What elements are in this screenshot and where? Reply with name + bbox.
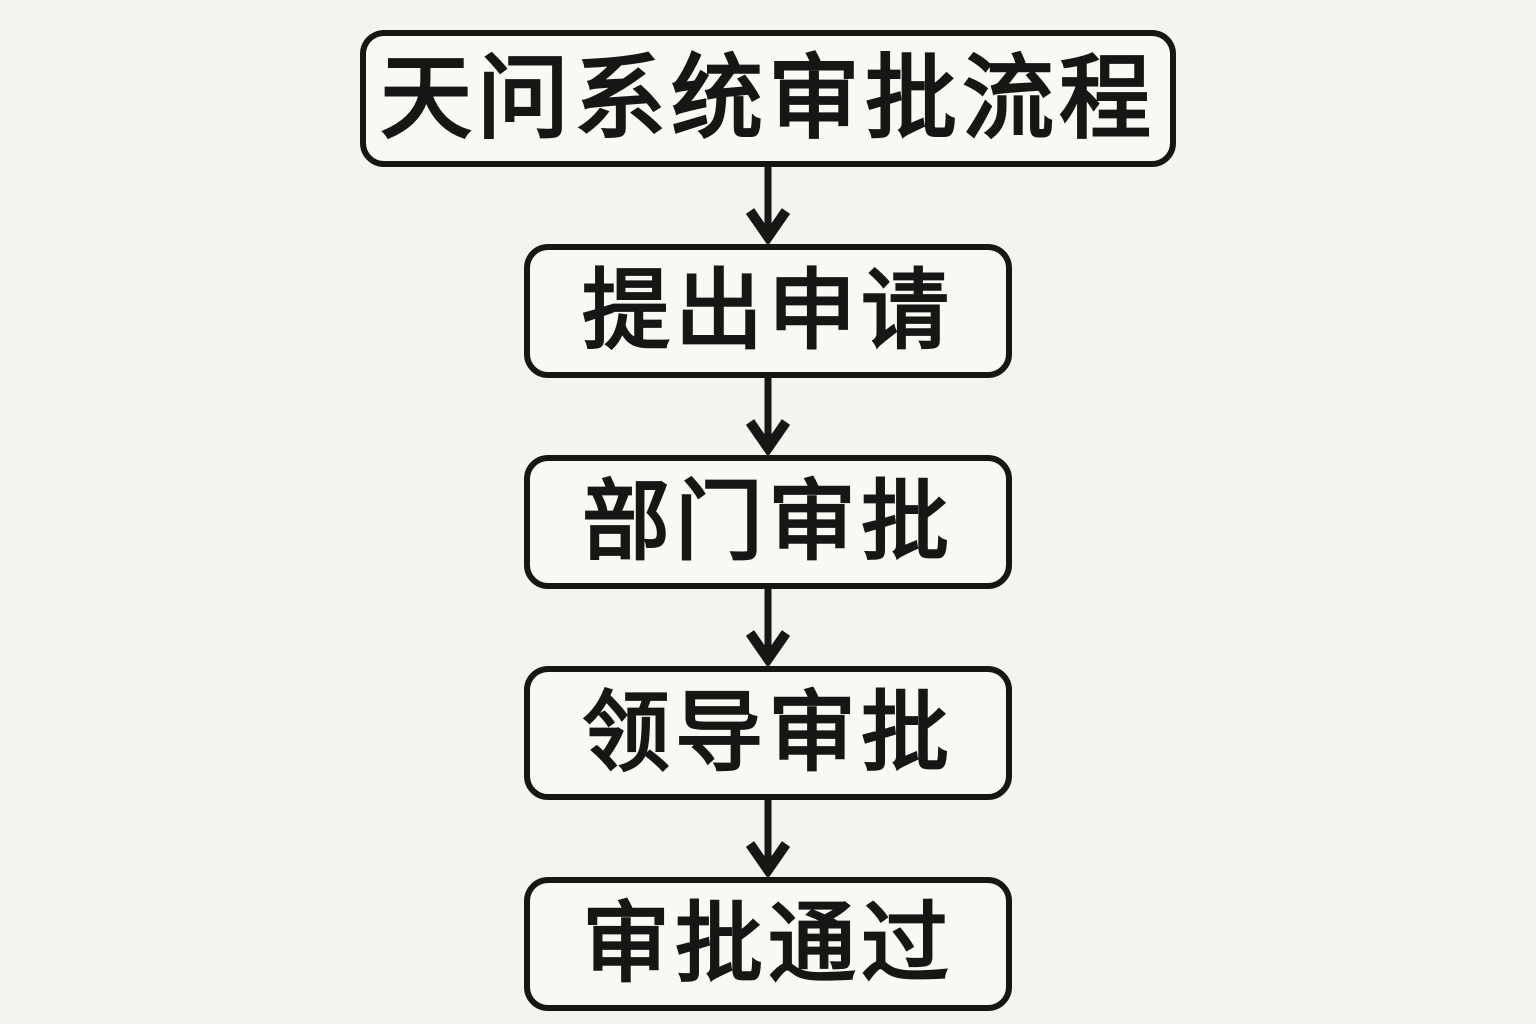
flow-node-submit-application: 提出申请: [524, 244, 1012, 378]
flow-node-title: 天问系统审批流程: [360, 30, 1176, 167]
flow-node-leader-approval-label: 领导审批: [581, 683, 954, 782]
flow-node-department-approval: 部门审批: [524, 455, 1012, 589]
flow-node-approval-passed-label: 审批通过: [581, 894, 954, 993]
arrow-down-icon: [736, 589, 800, 666]
arrow-down-icon: [736, 378, 800, 455]
flow-node-approval-passed: 审批通过: [524, 877, 1012, 1011]
arrow-down-icon: [736, 800, 800, 877]
flow-node-leader-approval: 领导审批: [524, 666, 1012, 800]
flow-node-submit-application-label: 提出申请: [581, 261, 954, 360]
flow-node-title-label: 天问系统审批流程: [379, 47, 1156, 150]
flow-node-department-approval-label: 部门审批: [581, 472, 954, 571]
arrow-down-icon: [736, 167, 800, 244]
